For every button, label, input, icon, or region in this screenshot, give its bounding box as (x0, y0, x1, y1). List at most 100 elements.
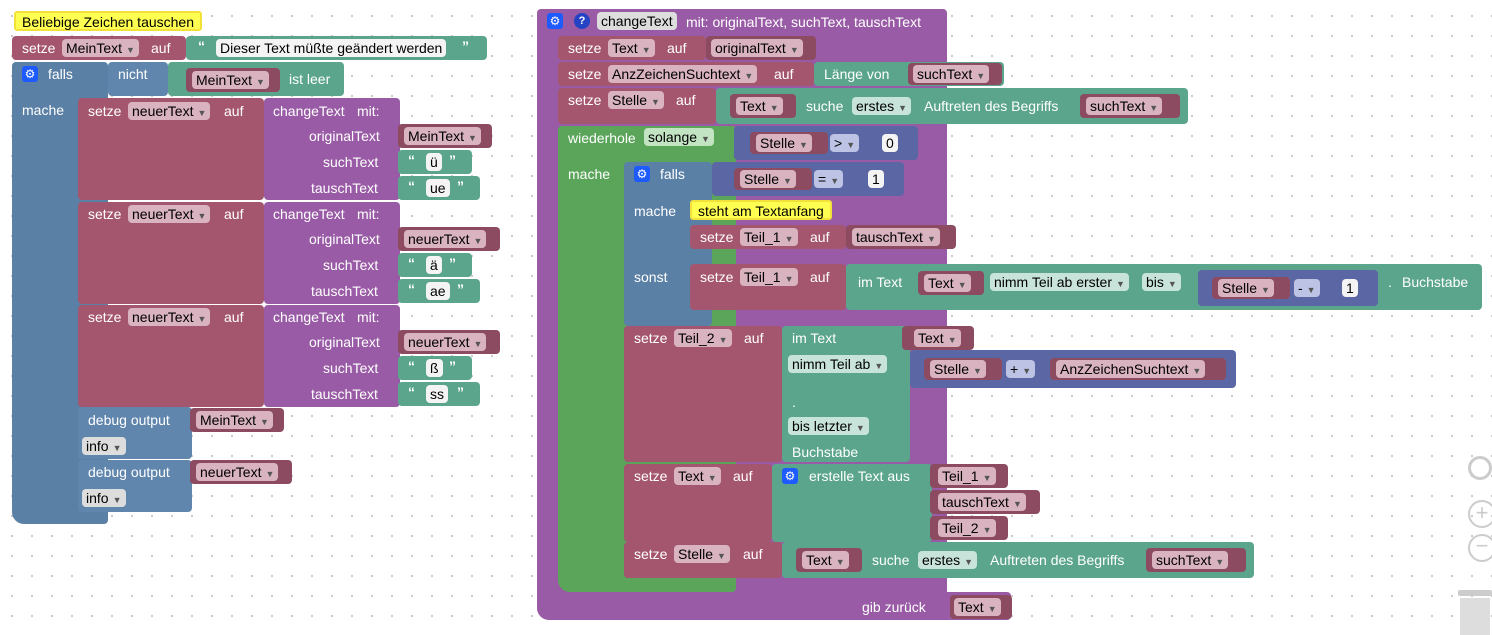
anzzeichen-field[interactable]: AnzZeichenSuchtext▼ (1056, 360, 1206, 378)
text-field[interactable]: Text▼ (802, 551, 849, 569)
help-icon[interactable]: ? (574, 13, 590, 29)
set-keyword: setze (568, 40, 602, 56)
param-label-originaltext: originalText (309, 231, 380, 247)
function-name-label: changeText (273, 309, 345, 325)
gear-icon[interactable]: ⚙ (634, 166, 650, 182)
auf-label: auf (224, 206, 244, 222)
arg-text-field[interactable]: ß (426, 359, 443, 377)
zoom-out-icon[interactable]: − (1468, 534, 1492, 562)
return-var-field[interactable]: Text▼ (954, 598, 1001, 616)
first-mode-dropdown[interactable]: erstes▼ (918, 551, 978, 569)
bis-letzter-dropdown[interactable]: bis letzter▼ (788, 417, 869, 435)
suchtext-field[interactable]: suchText▼ (913, 65, 990, 83)
arg-text-field[interactable]: ae (426, 282, 450, 300)
falls-label: falls (660, 166, 685, 182)
tauschtext-field[interactable]: tauschText▼ (852, 228, 940, 246)
gear-icon[interactable]: ⚙ (782, 468, 798, 484)
stelle-field[interactable]: Stelle▼ (930, 360, 986, 378)
var-dropdown-stelle[interactable]: Stelle▼ (674, 545, 730, 563)
auf-label: auf (733, 468, 753, 484)
auf-label: auf (667, 40, 687, 56)
teil2-field[interactable]: Teil_2▼ (938, 519, 996, 537)
stelle-field[interactable]: Stelle▼ (756, 134, 812, 152)
quote-close-icon: ” (457, 281, 464, 297)
set-teil2-block[interactable] (624, 326, 782, 462)
stelle-field[interactable]: Stelle▼ (1218, 279, 1274, 297)
number-field[interactable]: 0 (882, 134, 898, 152)
var-dropdown-teil2[interactable]: Teil_2▼ (674, 329, 732, 347)
mit-label: mit: (357, 103, 380, 119)
param-label-suchtext: suchText (323, 257, 379, 273)
call-changetext-block-3[interactable] (264, 305, 400, 407)
im-text-label: im Text (792, 330, 837, 346)
suchtext-field[interactable]: suchText▼ (1086, 97, 1163, 115)
var-dropdown-stelle[interactable]: Stelle▼ (608, 91, 664, 109)
bis-dropdown[interactable]: bis▼ (1142, 273, 1181, 291)
operator-dropdown[interactable]: =▼ (814, 170, 844, 188)
var-dropdown-neuertext[interactable]: neuerText▼ (128, 205, 211, 223)
substring-mode-dropdown[interactable]: nimm Teil ab erster▼ (990, 273, 1129, 291)
var-dropdown-teil1[interactable]: Teil_1▼ (740, 228, 798, 246)
debug-var-dropdown[interactable]: MeinText▼ (196, 411, 273, 429)
text-value-field[interactable]: Dieser Text müßte geändert werden (216, 39, 447, 57)
not-block[interactable] (108, 62, 168, 96)
comment-textanfang[interactable]: steht am Textanfang (690, 200, 832, 220)
auf-label: auf (810, 229, 830, 245)
auf-label: auf (224, 103, 244, 119)
nicht-label: nicht (118, 66, 148, 82)
var-dropdown-meintext-2[interactable]: MeinText▼ (192, 71, 269, 89)
arg-text-field[interactable]: ü (426, 153, 442, 171)
debug-var-dropdown[interactable]: neuerText▼ (196, 463, 279, 481)
gear-icon[interactable]: ⚙ (22, 66, 38, 82)
debug-level-dropdown[interactable]: info▼ (82, 489, 126, 507)
number-field[interactable]: 1 (868, 170, 884, 188)
gear-icon[interactable]: ⚙ (547, 13, 563, 29)
substring-block[interactable] (782, 326, 910, 462)
operator-dropdown[interactable]: -▼ (1294, 279, 1320, 297)
var-dropdown-text[interactable]: Text▼ (674, 467, 721, 485)
first-mode-dropdown[interactable]: erstes▼ (852, 97, 912, 115)
operator-dropdown[interactable]: +▼ (1006, 360, 1036, 378)
quote-open-icon: “ (408, 152, 415, 168)
operator-dropdown[interactable]: >▼ (830, 134, 860, 152)
var-dropdown-neuertext[interactable]: neuerText▼ (128, 102, 211, 120)
arg-var-dropdown[interactable]: MeinText▼ (404, 127, 481, 145)
teil1-field[interactable]: Teil_1▼ (938, 467, 996, 485)
ist-leer-label: ist leer (289, 71, 331, 87)
dot-label: . (792, 394, 796, 410)
text-field[interactable]: Text▼ (914, 329, 961, 347)
loop-mode-dropdown[interactable]: solange▼ (644, 128, 714, 146)
text-field[interactable]: Text▼ (736, 97, 783, 115)
param-label-suchtext: suchText (323, 360, 379, 376)
set-keyword: setze (88, 309, 122, 325)
var-dropdown-text[interactable]: Text▼ (608, 39, 655, 57)
text-field[interactable]: Text▼ (924, 274, 971, 292)
auf-label: auf (810, 269, 830, 285)
quote-close-icon: ” (462, 38, 469, 54)
call-changetext-block-2[interactable] (264, 202, 400, 304)
zoom-in-icon[interactable]: + (1468, 500, 1492, 528)
trash-icon[interactable] (1456, 590, 1492, 635)
originaltext-field[interactable]: originalText▼ (711, 39, 803, 57)
arg-text-field[interactable]: ä (426, 256, 442, 274)
target-icon[interactable] (1468, 456, 1492, 480)
arg-var-dropdown[interactable]: neuerText▼ (404, 230, 487, 248)
comment-zeichen-tauschen[interactable]: Beliebige Zeichen tauschen (14, 11, 203, 31)
arg-text-field[interactable]: ue (426, 179, 450, 197)
join-block[interactable] (772, 464, 932, 542)
tauschtext-field[interactable]: tauschText▼ (938, 493, 1026, 511)
debug-level-dropdown[interactable]: info▼ (82, 437, 126, 455)
arg-text-field[interactable]: ss (426, 385, 448, 403)
function-name-label: changeText (273, 103, 345, 119)
var-dropdown-teil1[interactable]: Teil_1▼ (740, 268, 798, 286)
arg-var-dropdown[interactable]: neuerText▼ (404, 333, 487, 351)
var-dropdown-neuertext[interactable]: neuerText▼ (128, 308, 211, 326)
number-field[interactable]: 1 (1342, 279, 1358, 297)
var-dropdown-meintext[interactable]: MeinText▼ (62, 39, 139, 57)
call-changetext-block-1[interactable] (264, 98, 400, 200)
var-dropdown-anzzeichen[interactable]: AnzZeichenSuchtext▼ (608, 65, 758, 83)
suchtext-field[interactable]: suchText▼ (1152, 551, 1229, 569)
stelle-field[interactable]: Stelle▼ (740, 170, 796, 188)
substring-mode-dropdown[interactable]: nimm Teil ab▼ (788, 355, 888, 373)
function-name-field[interactable]: changeText (597, 12, 677, 30)
